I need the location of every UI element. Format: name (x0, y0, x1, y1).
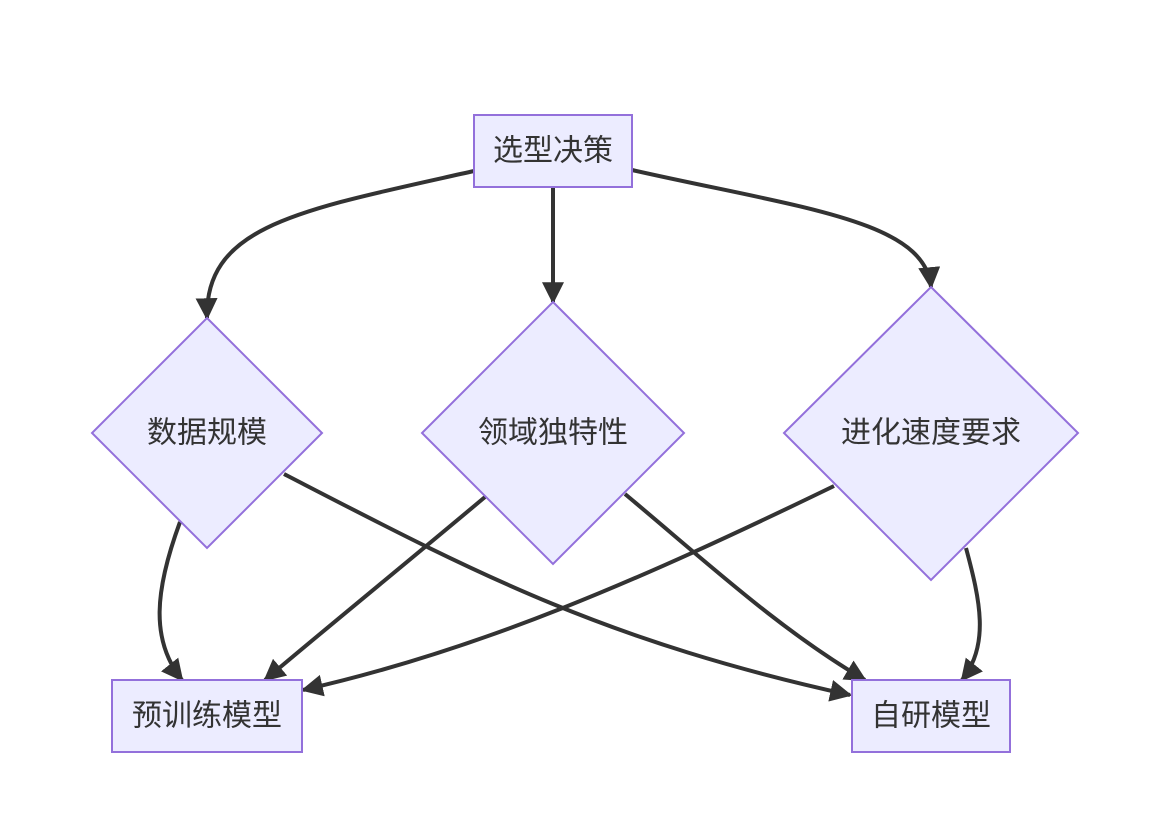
node-evolution-speed: 进化速度要求 (782, 285, 1080, 582)
decision-root-box (473, 114, 633, 188)
data-scale-label: 数据规模 (147, 416, 267, 451)
edge-domain-to-self-developed (623, 492, 867, 682)
self-developed-model-box (851, 679, 1011, 753)
edge-data-scale-to-self-developed (283, 472, 853, 702)
edge-evolution-to-pretrained (300, 484, 835, 697)
pretrained-model-label: 预训练模型 (132, 699, 282, 734)
edge-root-to-data-scale (195, 169, 475, 321)
evolution-speed-label: 进化速度要求 (841, 416, 1021, 451)
node-data-scale: 数据规模 (90, 316, 324, 550)
decision-root-label: 选型决策 (493, 134, 613, 169)
edge-root-to-evolution-speed (631, 168, 941, 290)
node-pretrained-model: 预训练模型 (111, 679, 303, 753)
data-scale-diamond (90, 316, 324, 550)
self-developed-model-label: 自研模型 (871, 699, 991, 734)
domain-specificity-diamond (420, 300, 686, 566)
domain-specificity-label: 领域独特性 (478, 416, 628, 451)
edge-data-scale-to-pretrained (157, 521, 184, 682)
node-self-developed-model: 自研模型 (851, 679, 1011, 753)
node-decision-root: 选型决策 (473, 114, 633, 188)
pretrained-model-box (111, 679, 303, 753)
node-domain-specificity: 领域独特性 (420, 300, 686, 566)
edges (157, 168, 983, 702)
edge-domain-to-pretrained (263, 495, 487, 682)
evolution-speed-diamond (782, 285, 1080, 582)
edge-evolution-to-self-developed (960, 547, 983, 682)
